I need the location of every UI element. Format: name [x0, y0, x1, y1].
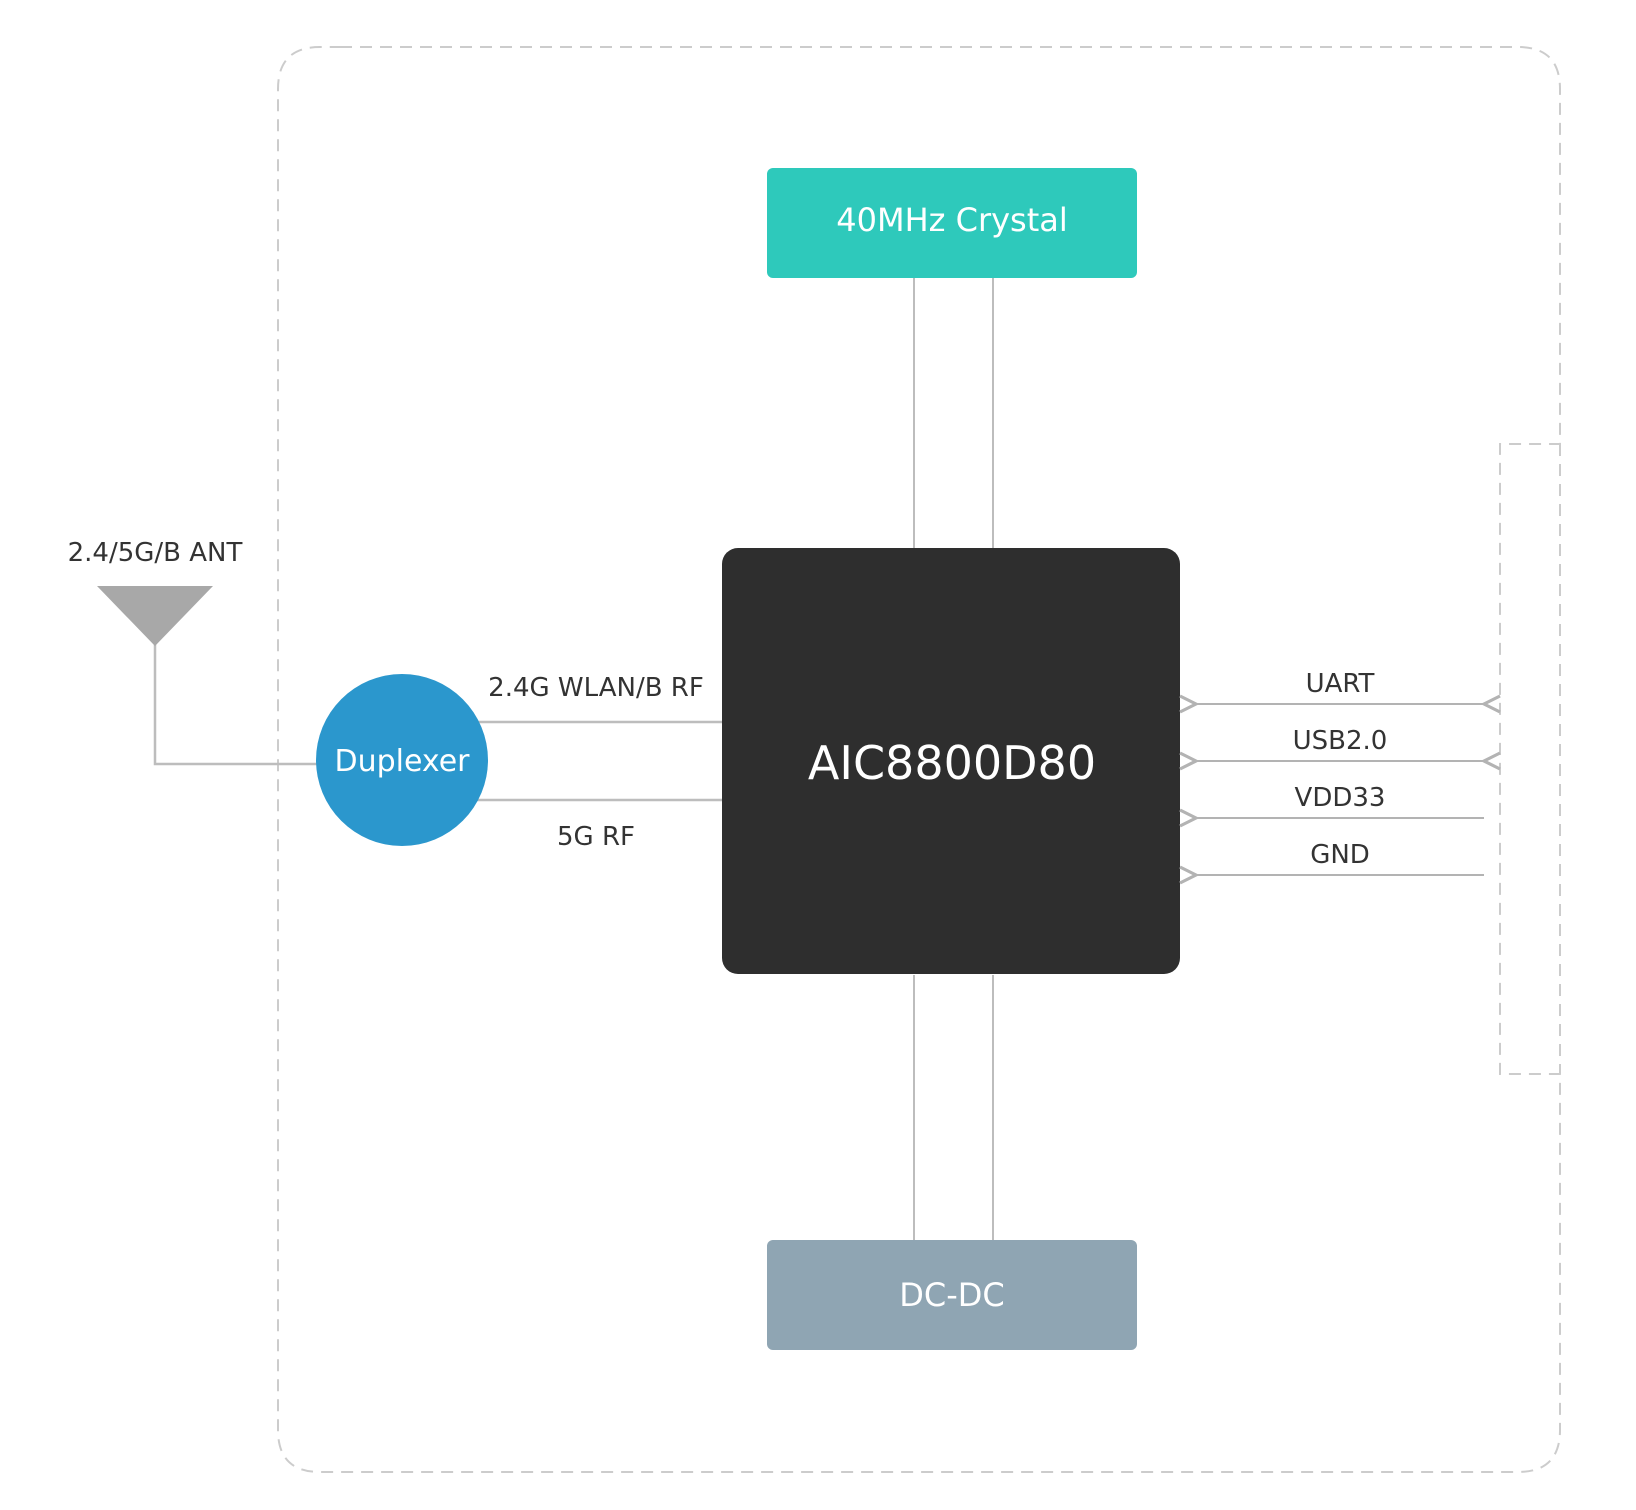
- chip-block: AIC8800D80: [722, 548, 1180, 974]
- duplexer-label: Duplexer: [334, 744, 470, 779]
- gnd-label: GND: [1310, 840, 1370, 870]
- dcdc-links: [913, 975, 994, 1245]
- dcdc-block: DC-DC: [767, 1240, 1137, 1350]
- uart-label: UART: [1306, 669, 1375, 699]
- crystal-box: [767, 168, 1137, 278]
- crystal-block: 40MHz Crystal: [767, 168, 1137, 278]
- chip-box: [722, 548, 1180, 974]
- dcdc-label: DC-DC: [899, 1276, 1005, 1314]
- dcdc-box: [767, 1240, 1137, 1350]
- antenna-icon: [97, 586, 213, 646]
- crystal-links: [913, 276, 994, 550]
- duplexer-block: Duplexer: [316, 674, 488, 846]
- vdd33-label: VDD33: [1295, 783, 1386, 813]
- 5g-rf-label: 5G RF: [557, 822, 635, 852]
- module-boundary: [277, 46, 1561, 1473]
- crystal-label: 40MHz Crystal: [836, 201, 1068, 239]
- antenna-feed-line: [153, 637, 320, 766]
- wlan-rf-label: 2.4G WLAN/B RF: [488, 673, 704, 703]
- chip-label: AIC8800D80: [808, 736, 1096, 790]
- antenna-label: 2.4/5G/B ANT: [68, 538, 243, 568]
- duplexer-circle: [316, 674, 488, 846]
- usb20-label: USB2.0: [1293, 726, 1388, 756]
